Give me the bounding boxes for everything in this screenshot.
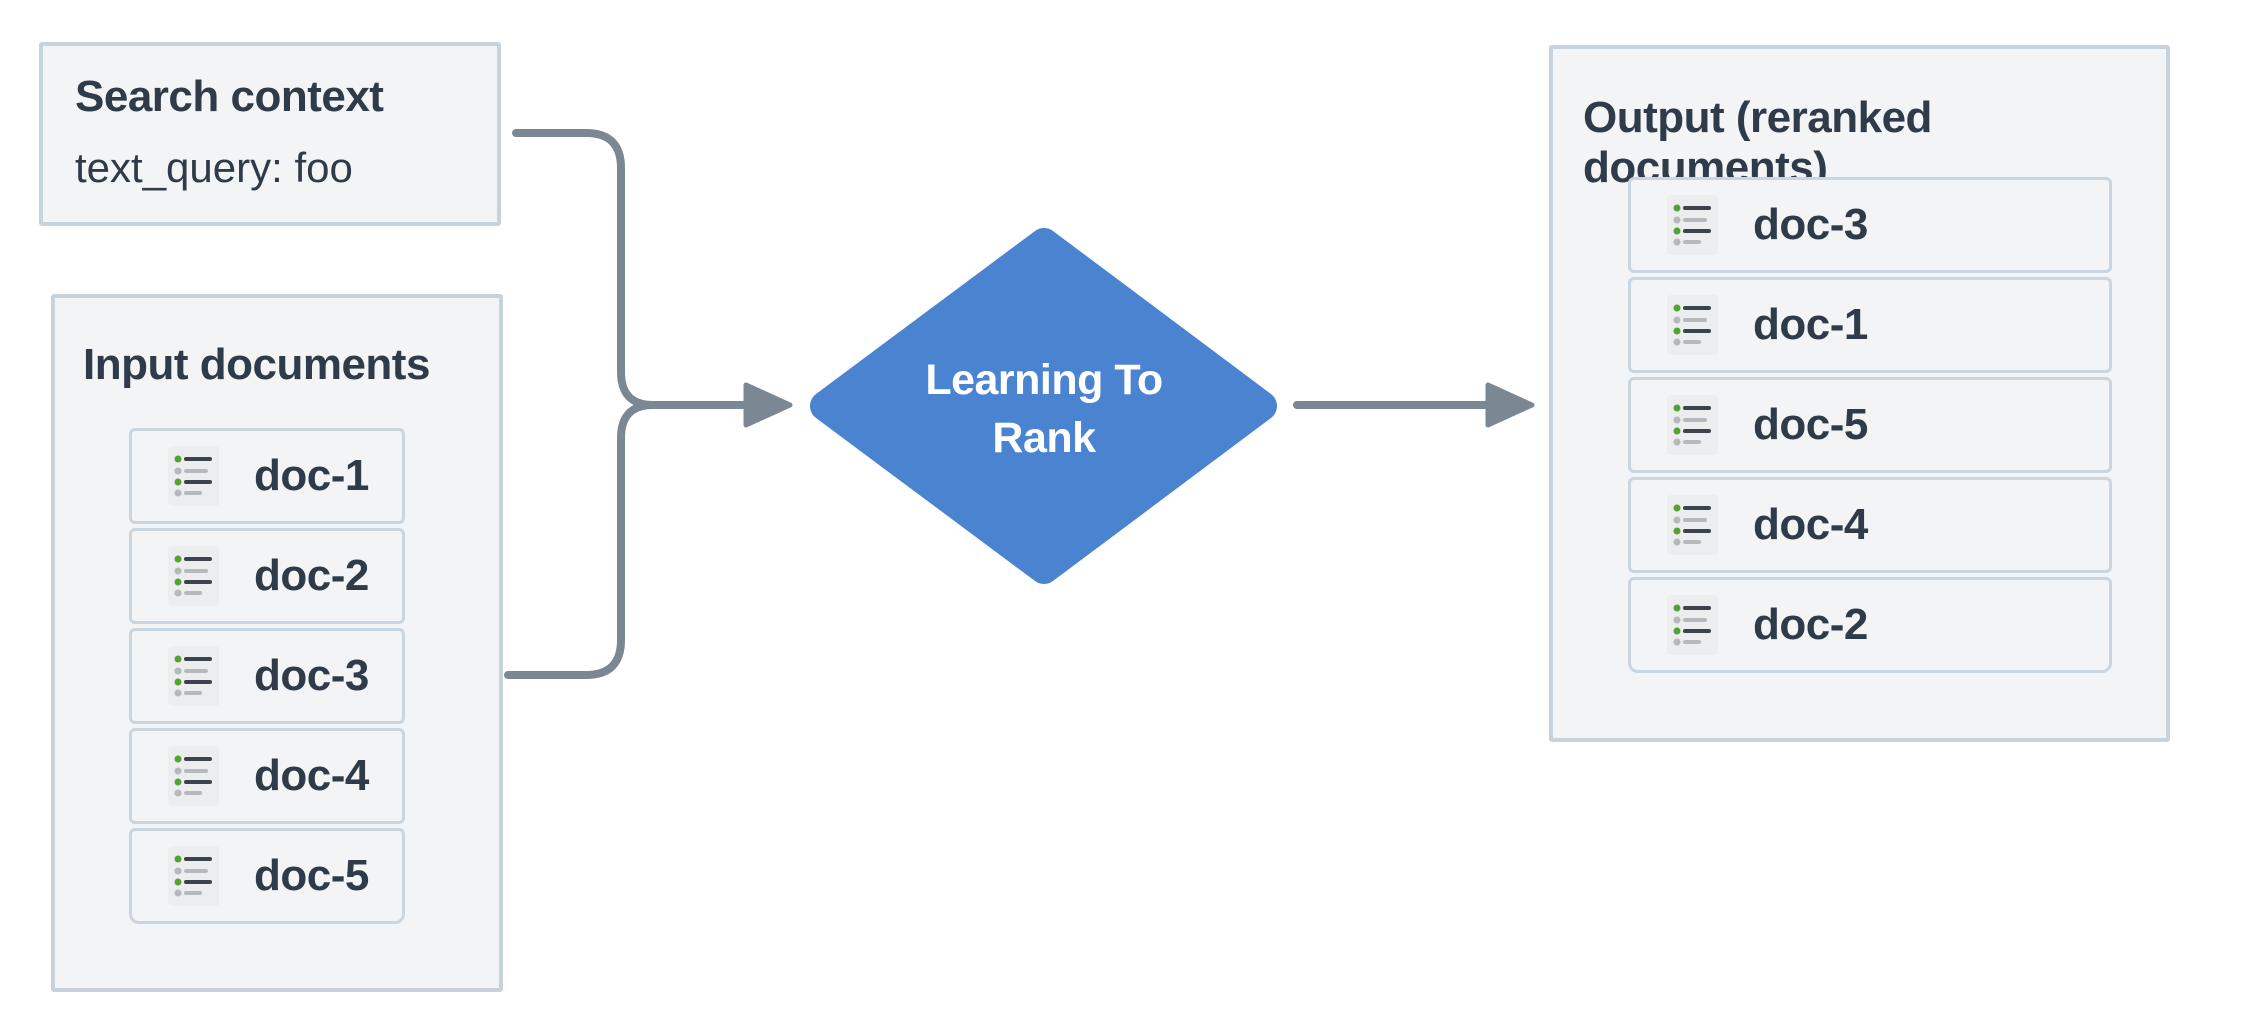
doc-item: doc-2 [129,528,405,624]
search-context-box: Search context text_query: foo [39,42,501,226]
doc-item: doc-4 [1628,477,2112,573]
input-doc-list: doc-1 doc-2 [129,428,405,924]
doc-item: doc-5 [1628,377,2112,473]
input-documents-connector [504,401,748,679]
doc-item: doc-4 [129,728,405,824]
doc-label: doc-3 [254,651,369,700]
doc-item: doc-1 [129,428,405,524]
doc-item: doc-3 [129,628,405,724]
search-context-title: Search context [75,72,384,121]
doc-label: doc-5 [1753,400,1868,449]
doc-item: doc-2 [1628,577,2112,673]
document-list-icon [1667,295,1718,355]
document-list-icon [1667,595,1718,655]
doc-label: doc-4 [1753,500,1868,549]
document-list-icon [168,746,219,806]
doc-item: doc-1 [1628,277,2112,373]
output-arrowhead-icon [1485,382,1535,428]
doc-label: doc-2 [254,551,369,600]
document-list-icon [1667,395,1718,455]
document-list-icon [168,446,219,506]
document-list-icon [168,546,219,606]
ltr-label-line1: Learning To [925,356,1162,404]
output-doc-list: doc-3 doc-1 [1628,177,2112,673]
input-documents-box: Input documents doc-1 [51,294,503,992]
doc-label: doc-1 [1753,300,1868,349]
search-context-connector [512,129,748,409]
doc-label: doc-3 [1753,200,1868,249]
merge-arrowhead-icon [743,382,793,428]
document-list-icon [168,846,219,906]
document-list-icon [1667,195,1718,255]
doc-label: doc-4 [254,751,369,800]
doc-label: doc-2 [1753,600,1868,649]
output-documents-box: Output (reranked documents) [1549,45,2170,742]
doc-item: doc-3 [1628,177,2112,273]
doc-label: doc-5 [254,851,369,900]
document-list-icon [1667,495,1718,555]
ltr-label-line2: Rank [992,414,1096,462]
input-documents-title: Input documents [83,340,430,389]
doc-label: doc-1 [254,451,369,500]
ltr-diamond-node [810,228,1277,584]
search-context-query: text_query: foo [75,144,353,191]
doc-item: doc-5 [129,828,405,924]
document-list-icon [168,646,219,706]
